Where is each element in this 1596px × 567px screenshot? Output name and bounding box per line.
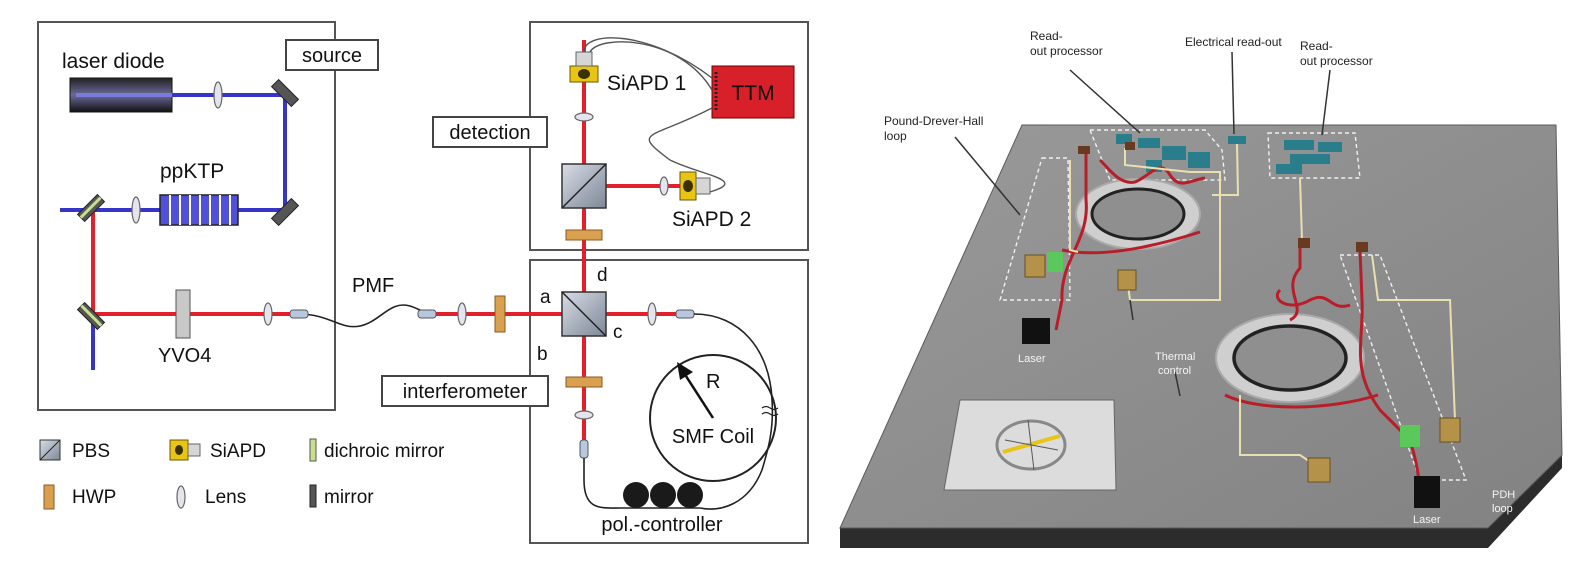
leader-lines [954,51,1331,397]
laser-chip-left [1022,318,1050,344]
legend-pbs: PBS [72,441,110,462]
ttm-module [711,65,795,119]
smf-coil-label: SMF Coil [672,426,754,448]
dashed-regions [999,129,1468,481]
legend-lens: Lens [205,487,246,508]
pmf-label: PMF [352,275,394,297]
waveguides [1054,150,1422,491]
hwp-icon [494,229,603,388]
siapd1-label: SiAPD 1 [607,72,686,95]
lens-legend-icon [176,485,186,509]
lens-icon [131,81,669,420]
pol-controller [623,482,703,508]
pol-controller-label: pol.-controller [601,514,723,536]
source-label-box [285,39,379,71]
optical-setup-diagram: source laser diode [37,21,809,544]
heater-pads [1024,254,1461,483]
photonic-chip-diagram: Read- out processor Electrical read-out … [839,29,1563,548]
smf-fiber [583,313,774,510]
dichroic-stripe [79,196,102,219]
interferometer-label-box [381,375,549,407]
electrical-readout-label: Electrical read-out [1185,35,1282,49]
green-modulators [1047,252,1420,447]
pdh-loop-right-label-1: PDH [1492,489,1515,501]
legend: PBS SiAPD dichroic mirror HWP Lens mirro… [39,438,445,510]
port-b-label: b [537,344,548,365]
mirror-legend-icon [309,484,317,508]
ring-resonator-bottom [1215,313,1365,403]
thermal-control-label-1: Thermal [1155,351,1195,363]
yvo4-crystal [175,289,191,339]
electrical-readout-unit [1228,136,1246,144]
detector-cables [583,37,726,193]
siapd2-detector [679,171,711,201]
laser-right-label: Laser [1413,514,1441,526]
detection-box [529,21,809,251]
source-label: source [302,45,362,67]
laser-chip-right [1414,476,1440,508]
siapd1-detector [569,51,599,83]
radius-arrow [682,372,715,419]
small-pads [1078,142,1368,252]
laser-diode-label: laser diode [62,50,165,73]
pdh-loop-right-label-2: loop [1492,503,1513,515]
hwp-legend-icon [43,484,55,510]
detection-label-box [432,116,548,148]
legend-mirror: mirror [324,487,374,508]
chip-side [840,455,1562,548]
source-box [37,21,336,411]
readout-processor-left-label-1: Read- [1030,29,1063,43]
ppktp-label: ppKTP [160,160,224,183]
yvo4-label: YVO4 [158,345,211,367]
siapd2-label: SiAPD 2 [672,208,751,231]
readout-processor-left-label-2: out processor [1030,44,1103,58]
gyroscope-inset [943,399,1117,491]
readout-processor-right-label-1: Read- [1300,39,1333,53]
readout-processor-right [1276,140,1342,174]
interferometer-label: interferometer [403,381,528,403]
pmf-fiber [297,304,437,328]
laser-left-label: Laser [1018,353,1046,365]
legend-siapd: SiAPD [210,441,266,462]
detection-label: detection [449,122,530,144]
dichroic-legend-icon [309,438,317,462]
thermal-control-label-2: control [1158,365,1191,377]
readout-processor-right-label-2: out processor [1300,54,1373,68]
legend-hwp: HWP [72,487,116,508]
port-d-label: d [597,265,608,286]
smf-coil [649,354,777,482]
port-a-label: a [540,287,551,308]
legend-dichroic: dichroic mirror [324,441,445,462]
pdh-loop-left-label-2: loop [884,129,907,143]
radius-label: R [706,371,720,393]
ttm-label: TTM [731,82,774,105]
port-c-label: c [613,322,623,343]
pdh-loop-left-label-1: Pound-Drever-Hall [884,114,983,128]
